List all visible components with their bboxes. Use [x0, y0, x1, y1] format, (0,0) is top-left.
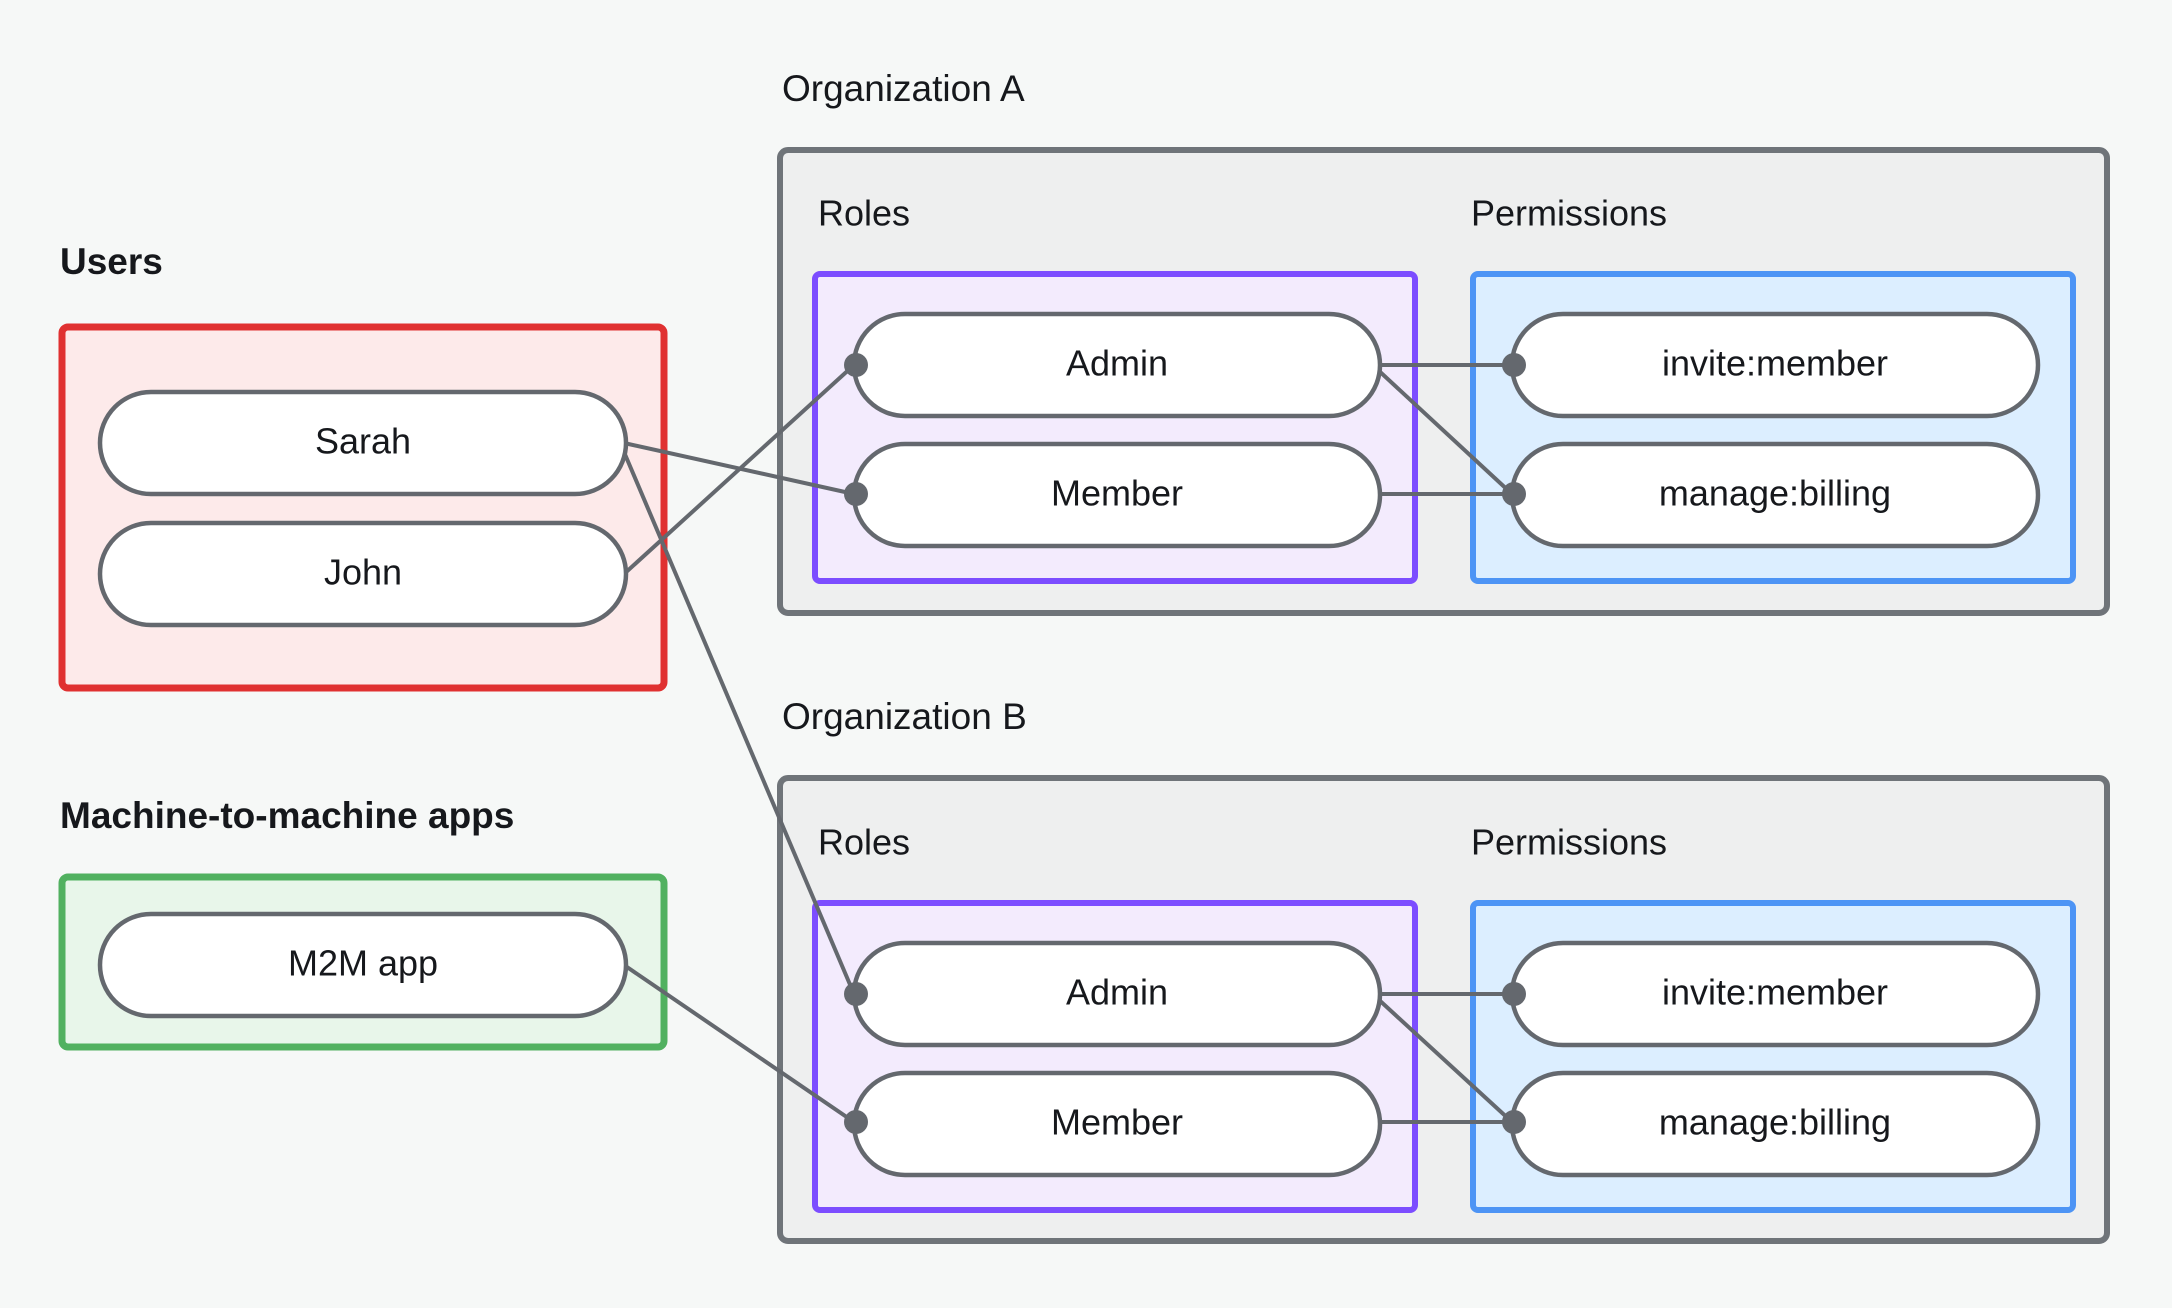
org-a-permissions-label: Permissions: [1471, 193, 1667, 234]
node-org-b-manage-billing[interactable]: manage:billing: [1509, 1070, 2041, 1178]
m2m-group-label: Machine-to-machine apps: [60, 795, 514, 836]
connector-dot-org-a-invite: [1502, 353, 1526, 377]
node-org-b-manage-billing-label: manage:billing: [1659, 1102, 1891, 1143]
connector-dot-org-b-billing: [1502, 1110, 1526, 1134]
node-org-a-manage-billing[interactable]: manage:billing: [1509, 441, 2041, 549]
connector-dot-org-b-member: [844, 1110, 868, 1134]
node-org-a-member[interactable]: Member: [851, 441, 1383, 549]
edge-org-a-admin-billing: [1376, 368, 1514, 496]
users-group-label: Users: [60, 241, 163, 282]
edge-m2m-org-b-member: [622, 963, 856, 1124]
node-org-a-admin-label: Admin: [1066, 343, 1168, 384]
edge-sarah-org-b-admin: [622, 451, 856, 995]
node-sarah[interactable]: Sarah: [97, 389, 629, 497]
node-org-a-manage-billing-label: manage:billing: [1659, 473, 1891, 514]
org-b-label: Organization B: [782, 696, 1027, 737]
org-a-label: Organization A: [782, 68, 1025, 109]
node-org-a-member-label: Member: [1051, 473, 1183, 514]
node-john[interactable]: John: [97, 520, 629, 628]
connection-dot-layer: [844, 353, 1526, 1134]
node-m2m-app[interactable]: M2M app: [97, 911, 629, 1019]
org-b-roles-label: Roles: [818, 822, 910, 863]
connector-dot-org-a-member: [844, 482, 868, 506]
node-org-b-invite-member-label: invite:member: [1662, 972, 1888, 1013]
node-john-label: John: [324, 552, 402, 593]
node-org-a-invite-member[interactable]: invite:member: [1509, 311, 2041, 419]
connector-dot-org-b-admin: [844, 982, 868, 1006]
edge-john-org-a-admin: [622, 363, 856, 576]
org-a-roles-label: Roles: [818, 193, 910, 234]
node-org-b-admin[interactable]: Admin: [851, 940, 1383, 1048]
connector-dot-org-a-billing: [1502, 482, 1526, 506]
node-org-b-invite-member[interactable]: invite:member: [1509, 940, 2041, 1048]
connector-dot-org-a-admin: [844, 353, 868, 377]
edge-layer: [622, 363, 1514, 1124]
connector-dot-org-b-invite: [1502, 982, 1526, 1006]
org-b-permissions-label: Permissions: [1471, 822, 1667, 863]
users-container: [58, 323, 668, 692]
node-m2m-app-label: M2M app: [288, 943, 438, 984]
node-org-b-member-label: Member: [1051, 1102, 1183, 1143]
edge-org-b-admin-billing: [1376, 997, 1514, 1124]
node-org-a-admin[interactable]: Admin: [851, 311, 1383, 419]
node-org-b-member[interactable]: Member: [851, 1070, 1383, 1178]
node-org-b-admin-label: Admin: [1066, 972, 1168, 1013]
node-sarah-label: Sarah: [315, 421, 411, 462]
node-org-a-invite-member-label: invite:member: [1662, 343, 1888, 384]
